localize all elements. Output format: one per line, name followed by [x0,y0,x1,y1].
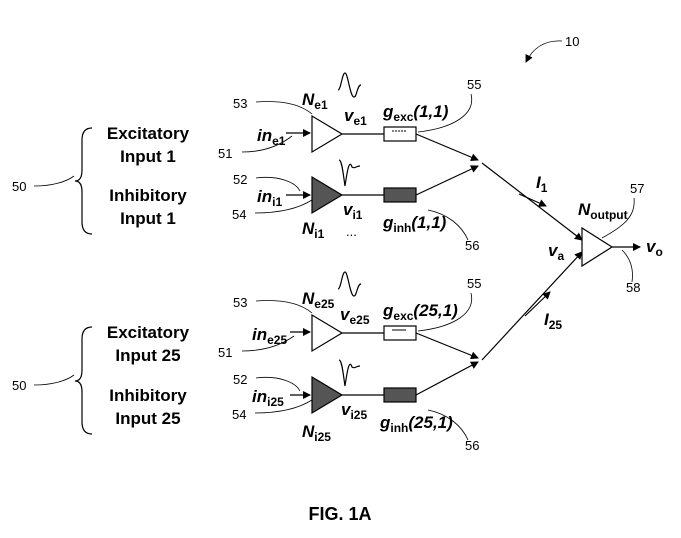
leader-51 [241,335,295,352]
excitatory-label-line1: Excitatory [107,124,190,143]
input-e-label: ine1 [257,126,286,148]
group-reference-number: 50 [12,378,26,393]
va-label: va [548,241,564,263]
output-neuron-group: va Noutput 57 vo 58 [548,181,663,295]
ref-56: 56 [465,238,479,253]
inhibitory-label-line2: Input 1 [120,209,176,228]
ref-55: 55 [467,276,481,291]
ellipsis: ... [346,224,357,239]
leader-57 [601,197,635,239]
leader-52 [255,376,301,392]
wire-ginh-to-sum [415,165,479,196]
group-leader-line [33,175,75,187]
excitatory-label-line2: Input 1 [120,147,176,166]
inhibitory-spike-waveform [338,359,361,387]
current-25-arrow [524,291,551,317]
ref-58: 58 [626,280,640,295]
figure-reference-arrow [525,40,563,63]
inhibitory-neuron-triangle [311,175,344,215]
current-1-label: I1 [536,173,548,195]
gexc-label: gexc(1,1) [382,102,449,124]
inhibitory-label-line2: Input 25 [115,409,180,428]
leader-55 [417,292,473,332]
wire-gexc-to-sum [415,332,479,360]
excitatory-label-line1: Excitatory [107,323,190,342]
ref-53: 53 [233,295,247,310]
input-e-label: ine25 [252,325,287,347]
leader-51 [241,135,293,153]
input-i-label: ini1 [257,187,282,209]
inhibitory-label-line1: Inhibitory [109,186,187,205]
ref-52: 52 [233,372,247,387]
ref-56: 56 [465,438,479,453]
neuron-e-label: Ne25 [302,289,335,311]
branch-input-1: Excitatory Input 1 Inhibitory Input 1 50… [12,72,583,253]
ref-51: 51 [218,345,232,360]
leader-56 [427,409,469,441]
ginh-conductance-box [383,387,417,403]
wire-gexc-to-sum [415,133,479,161]
group-brace [74,127,93,235]
figure-reference-number: 10 [565,34,579,49]
leader-58 [621,249,633,283]
leader-54 [254,399,313,414]
input-i-label: ini25 [252,387,284,409]
ref-51: 51 [218,146,232,161]
output-neuron-triangle [581,226,614,268]
leader-55 [417,93,473,133]
leader-53 [255,101,313,115]
wire-ginh-to-sum [415,361,479,396]
excitatory-spike-waveform [337,271,362,297]
gexc-label: gexc(25,1) [382,301,458,323]
current-25-label: I25 [544,310,562,332]
leader-54 [254,199,313,214]
wire-sum1-to-output [481,162,583,241]
branch-input-25: Excitatory Input 25 Inhibitory Input 25 … [12,251,583,453]
inhibitory-label-line1: Inhibitory [109,386,187,405]
excitatory-label-line2: Input 25 [115,346,180,365]
excitatory-neuron-triangle [311,114,344,154]
group-leader-line [33,374,75,386]
ref-53: 53 [233,96,247,111]
group-brace [74,326,93,435]
gexc-conductance-box [383,126,417,142]
group-reference-number: 50 [12,179,26,194]
output-voltage-label: vo [646,237,663,259]
voltage-e-label: ve25 [340,305,370,327]
ginh-conductance-box [383,187,417,203]
neuron-i-label: Ni25 [302,422,331,444]
ref-55: 55 [467,77,481,92]
ginh-label: ginh(1,1) [382,213,447,235]
inhibitory-spike-waveform [338,159,361,187]
inhibitory-neuron-triangle [311,375,344,415]
neuron-e-label: Ne1 [302,90,328,112]
ref-54: 54 [232,407,246,422]
leader-53 [255,300,313,314]
current-1-arrow [518,193,547,207]
excitatory-neuron-triangle [311,313,344,353]
voltage-i-label: vi25 [341,400,367,422]
wire-sum25-to-output [481,251,583,361]
ref-52: 52 [233,172,247,187]
excitatory-spike-waveform [337,72,362,98]
ginh-label: ginh(25,1) [379,413,453,435]
voltage-i-label: vi1 [343,200,363,222]
output-neuron-label: Noutput [578,200,628,222]
leader-56 [427,209,469,241]
ref-54: 54 [232,207,246,222]
leader-52 [255,176,301,192]
figure-caption: FIG. 1A [308,504,371,524]
voltage-e-label: ve1 [344,106,367,128]
gexc-conductance-box [383,325,417,341]
ref-57: 57 [630,181,644,196]
neuron-i-label: Ni1 [302,219,325,241]
